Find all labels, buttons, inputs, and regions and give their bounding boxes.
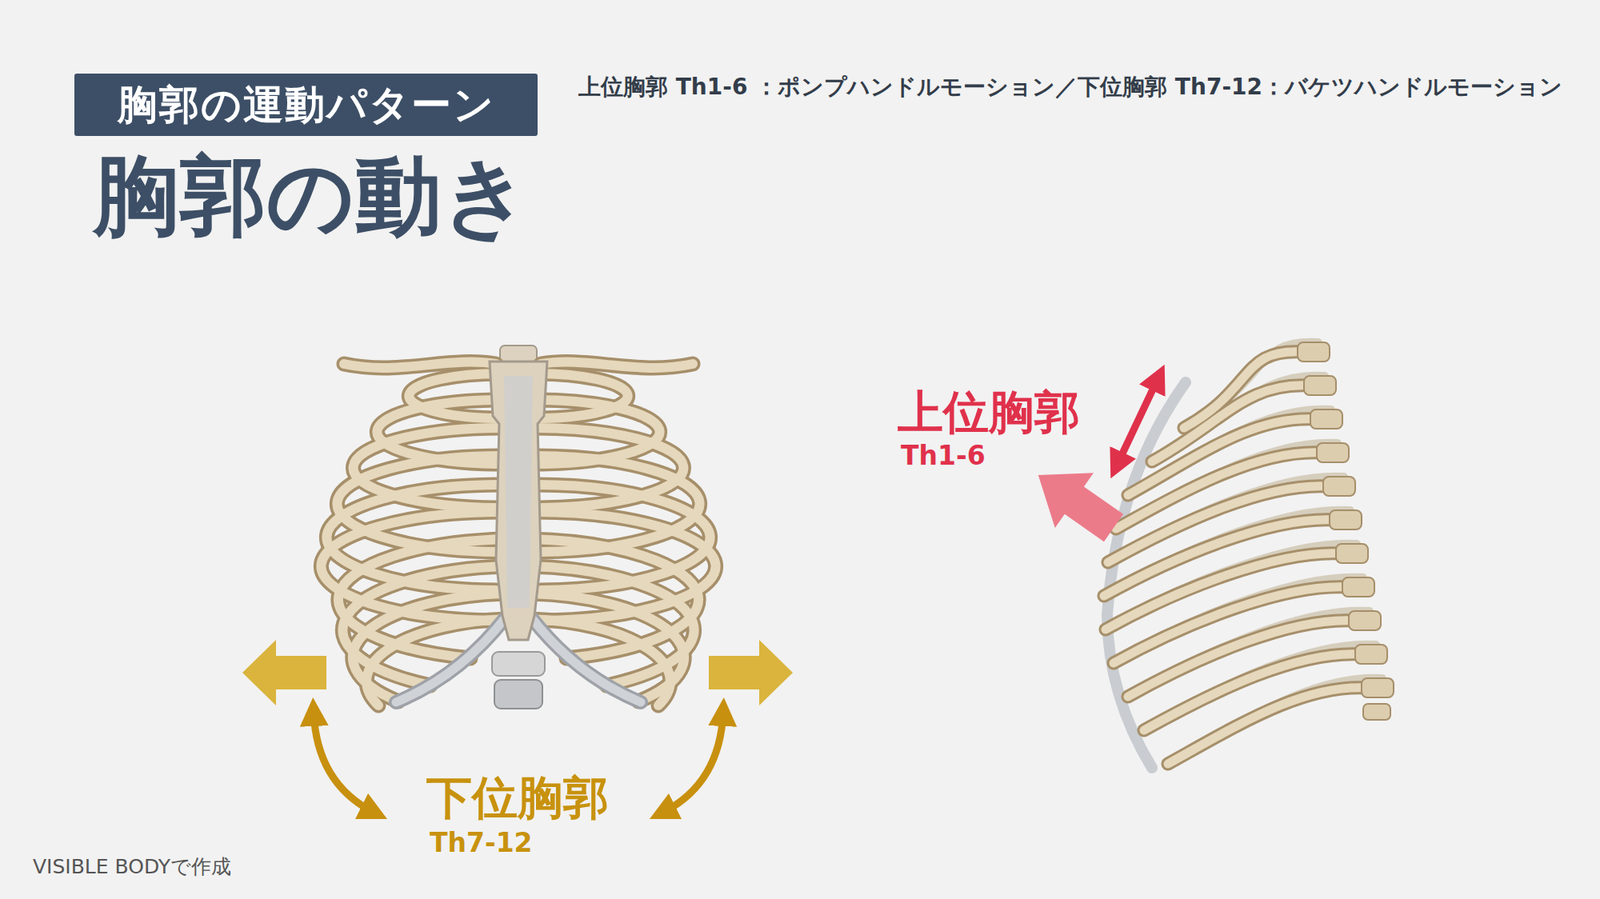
front-ribcage-part	[396, 617, 506, 703]
side-ribcage-part-part	[1355, 644, 1388, 664]
bucket-handle-arrows-part	[662, 712, 724, 813]
credit-note: VISIBLE BODYで作成	[32, 856, 232, 879]
front-ribcage-part	[320, 362, 507, 706]
front-ribcage-part	[504, 376, 533, 608]
pump-handle-arrows-part-part	[1019, 448, 1133, 556]
subtitle-note: 上位胸郭 Th1-6 ：ポンプハンドルモーション／下位胸郭 Th7-12：バケツ…	[578, 75, 1563, 100]
side-ribcage-part	[1104, 352, 1368, 764]
front-ribcage-part	[492, 652, 545, 676]
pump-handle-arrows-part	[1116, 377, 1159, 466]
side-ribcage-part	[1104, 352, 1368, 764]
front-ribcage-part	[396, 617, 506, 703]
front-ribcage-part	[494, 680, 543, 709]
front-ribcage-part	[530, 362, 716, 706]
bucket-handle-arrows-part	[313, 712, 375, 813]
front-ribcage-part	[489, 361, 548, 640]
side-ribcage-part-part	[1348, 611, 1381, 631]
side-ribcage-part-part	[1329, 510, 1362, 530]
side-ribcage-part-part	[1323, 476, 1356, 496]
front-ribcage-part	[531, 617, 641, 703]
front-ribcage-part	[320, 362, 507, 706]
front-ribcage	[320, 345, 716, 709]
vertebra-range: Th1-6	[900, 441, 986, 471]
side-ribcage-part-part	[1342, 577, 1375, 597]
badge-text: 胸郭の運動パターン	[117, 83, 496, 128]
side-ribcage-part-part	[1361, 678, 1394, 698]
title-badge: 胸郭の運動パターン	[74, 73, 538, 136]
front-ribcage-part	[531, 617, 641, 703]
side-ribcage	[1104, 342, 1394, 768]
side-ribcage-part-part	[1297, 342, 1330, 362]
side-ribcage-part	[1297, 342, 1394, 720]
region-label: 下位胸郭	[426, 772, 609, 824]
side-ribcage-part-part	[1363, 704, 1391, 720]
vertebra-range: Th7-12	[429, 828, 533, 858]
side-ribcage-part-part	[1336, 544, 1368, 564]
side-ribcage-part-part	[1316, 443, 1349, 463]
side-ribcage-part-part	[1304, 376, 1336, 396]
pump-handle-arrows-part	[1019, 448, 1133, 556]
page-title: 胸郭の動き	[93, 148, 531, 244]
bucket-handle-arrows-part	[708, 640, 793, 706]
front-ribcage-part	[530, 362, 716, 706]
region-label: 上位胸郭	[897, 387, 1080, 438]
side-ribcage-part-part	[1310, 409, 1343, 429]
bucket-handle-arrows-part	[242, 640, 327, 706]
